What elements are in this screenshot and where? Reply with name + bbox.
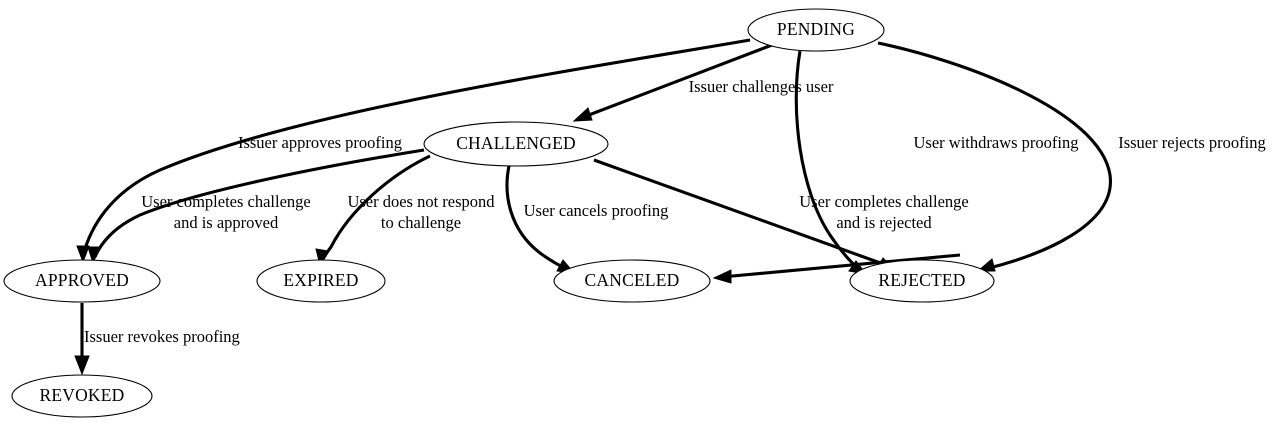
node-rejected-label: REJECTED: [878, 270, 965, 290]
edge-challenged-canceled[interactable]: User cancels proofing: [505, 165, 669, 274]
edge-challenged-approved-path: [93, 148, 425, 258]
edge-approved-revoked-label: Issuer revokes proofing: [84, 327, 240, 346]
edge-pending-canceled[interactable]: User withdraws proofing: [794, 50, 1079, 275]
edge-to-canceled-from-right-arrowhead: [712, 269, 732, 284]
node-challenged-ellipse: [423, 121, 609, 167]
edge-challenged-approved-arrowhead: [87, 246, 101, 265]
node-revoked-label: REVOKED: [39, 385, 124, 405]
node-expired-label: EXPIRED: [283, 270, 358, 290]
edge-pending-approved-label: Issuer approves proofing: [238, 133, 402, 152]
node-approved-ellipse: [3, 259, 161, 303]
node-expired-ellipse: [256, 259, 386, 303]
edge-challenged-rejected[interactable]: User completes challenge and is rejected: [593, 158, 969, 271]
edge-challenged-approved[interactable]: User completes challenge and is approved: [87, 148, 425, 265]
node-canceled-ellipse: [553, 259, 711, 303]
edge-challenged-approved-label-line1: User completes challenge: [141, 192, 311, 211]
node-expired[interactable]: EXPIRED: [256, 259, 386, 303]
node-canceled[interactable]: CANCELED: [553, 259, 711, 303]
edge-to-canceled-from-right: [712, 253, 961, 284]
edge-challenged-rejected-label-line2: and is rejected: [836, 213, 932, 232]
edge-pending-canceled-label: User withdraws proofing: [914, 133, 1079, 152]
node-revoked-ellipse: [11, 374, 153, 418]
node-canceled-label: CANCELED: [585, 270, 680, 290]
edge-challenged-expired[interactable]: User does not respond to challenge: [315, 154, 495, 267]
edge-approved-revoked-arrowhead: [74, 355, 90, 376]
edge-pending-approved[interactable]: Issuer approves proofing: [76, 38, 751, 264]
node-revoked[interactable]: REVOKED: [11, 374, 153, 418]
edge-pending-challenged-arrowhead: [572, 107, 593, 122]
edge-challenged-expired-label-line2: to challenge: [381, 213, 461, 232]
node-rejected-ellipse: [849, 259, 995, 303]
edge-challenged-canceled-label: User cancels proofing: [524, 201, 669, 220]
edge-pending-challenged-label: Issuer challenges user: [689, 77, 834, 96]
edge-challenged-rejected-label-line1: User completes challenge: [799, 192, 969, 211]
edge-pending-canceled-path: [794, 50, 861, 272]
node-rejected[interactable]: REJECTED: [849, 259, 995, 303]
edge-approved-revoked[interactable]: Issuer revokes proofing: [74, 303, 240, 376]
node-approved-label: APPROVED: [35, 270, 129, 290]
edge-pending-challenged-path: [580, 43, 773, 120]
node-pending-ellipse: [747, 8, 885, 52]
edge-pending-rejected-label: Issuer rejects proofing: [1118, 133, 1266, 152]
node-pending-label: PENDING: [777, 19, 855, 39]
node-challenged[interactable]: CHALLENGED: [423, 121, 609, 167]
edge-pending-approved-arrowhead: [76, 245, 90, 264]
edge-pending-rejected-path: [877, 41, 1112, 271]
edge-challenged-approved-label-line2: and is approved: [174, 213, 279, 232]
node-approved[interactable]: APPROVED: [3, 259, 161, 303]
edge-challenged-canceled-path: [505, 165, 568, 271]
edge-challenged-expired-label-line1: User does not respond: [347, 192, 495, 211]
edge-challenged-rejected-path: [593, 158, 887, 267]
node-pending[interactable]: PENDING: [747, 8, 885, 52]
edge-pending-approved-path: [81, 38, 751, 257]
node-challenged-label: CHALLENGED: [456, 133, 576, 153]
edge-pending-rejected[interactable]: Issuer rejects proofing: [877, 41, 1266, 272]
edge-to-canceled-from-right-path: [721, 253, 961, 279]
